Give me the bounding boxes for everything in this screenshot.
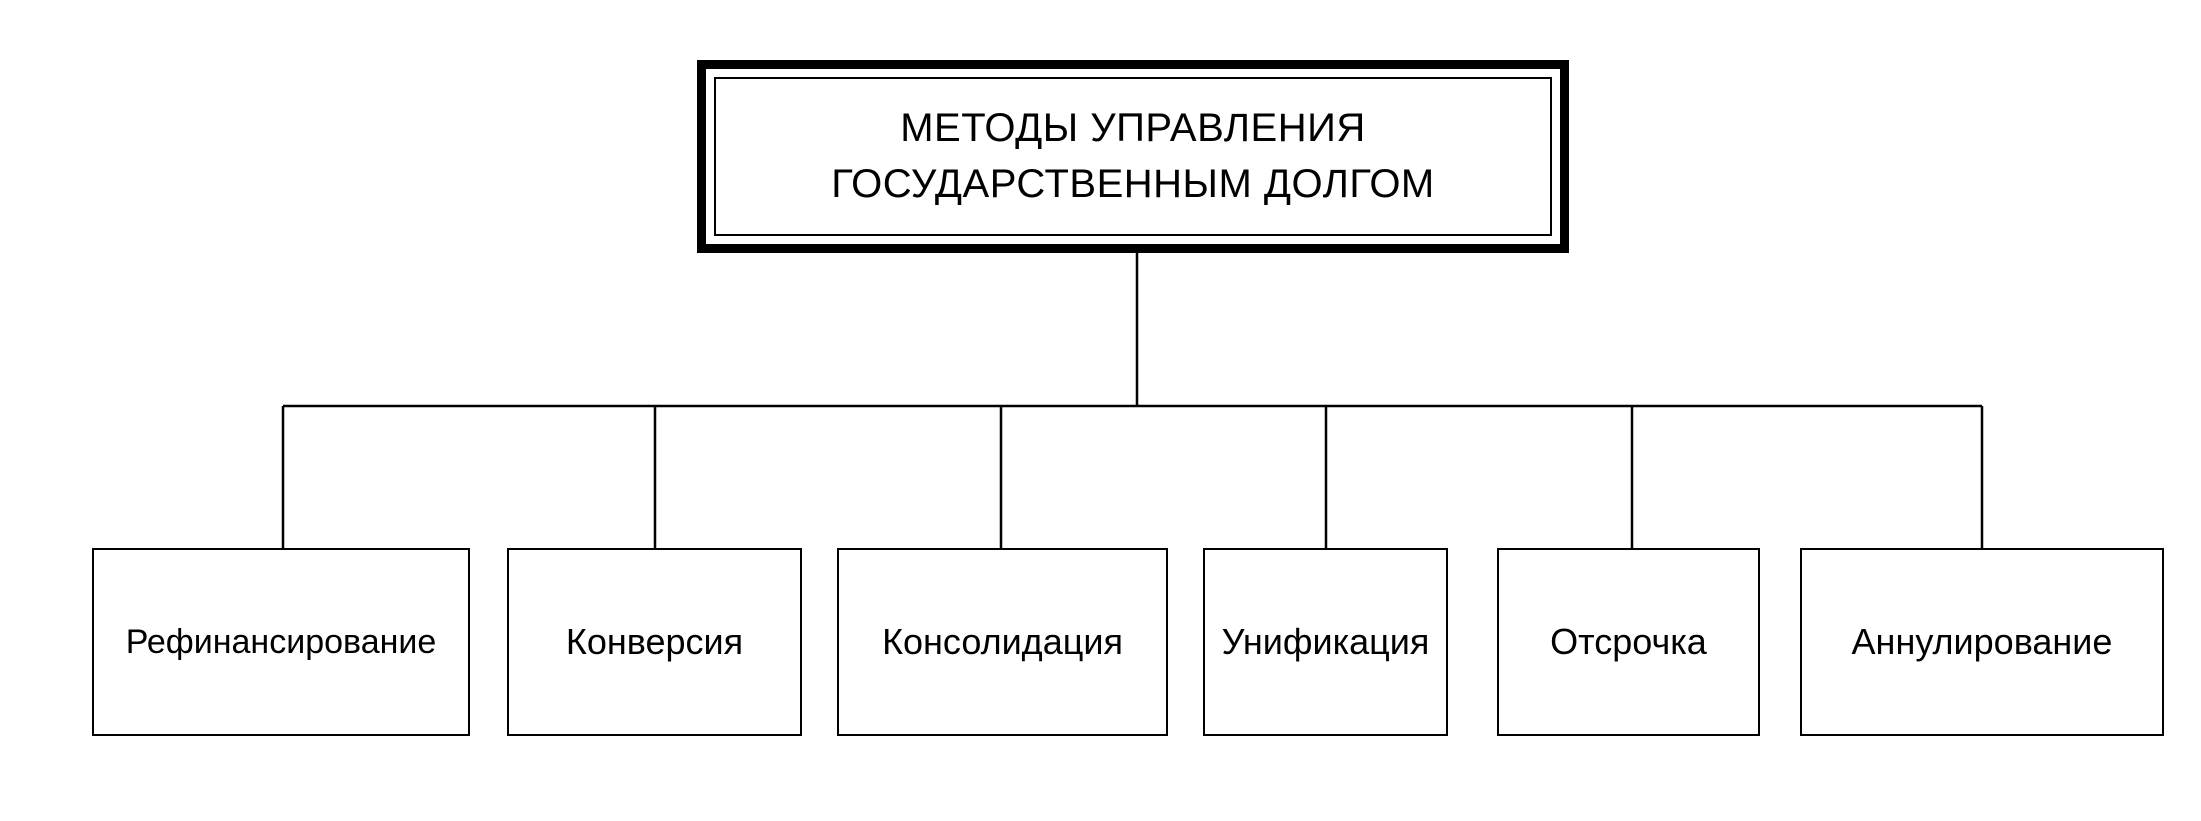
root-title-line-2: ГОСУДАРСТВЕННЫМ ДОЛГОМ	[831, 161, 1435, 206]
child-node-refinancing: Рефинансирование	[92, 548, 470, 736]
root-title-line-1: МЕТОДЫ УПРАВЛЕНИЯ	[900, 106, 1366, 151]
child-node-label: Аннулирование	[1851, 621, 2113, 662]
child-node-deferral: Отсрочка	[1497, 548, 1760, 736]
child-node-label: Конверсия	[565, 621, 744, 662]
root-node-title: МЕТОДЫ УПРАВЛЕНИЯ ГОСУДАРСТВЕННЫМ ДОЛГОМ	[831, 101, 1435, 211]
root-node: МЕТОДЫ УПРАВЛЕНИЯ ГОСУДАРСТВЕННЫМ ДОЛГОМ	[697, 60, 1569, 253]
child-node-conversion: Конверсия	[507, 548, 802, 736]
root-node-inner-frame: МЕТОДЫ УПРАВЛЕНИЯ ГОСУДАРСТВЕННЫМ ДОЛГОМ	[714, 77, 1552, 236]
child-node-consolidation: Консолидация	[837, 548, 1168, 736]
child-node-annulment: Аннулирование	[1800, 548, 2164, 736]
child-node-label: Унификация	[1221, 621, 1430, 662]
child-node-label: Рефинансирование	[125, 622, 437, 661]
child-node-label: Отсрочка	[1550, 621, 1707, 662]
child-node-unification: Унификация	[1203, 548, 1448, 736]
child-node-label: Консолидация	[882, 621, 1123, 662]
